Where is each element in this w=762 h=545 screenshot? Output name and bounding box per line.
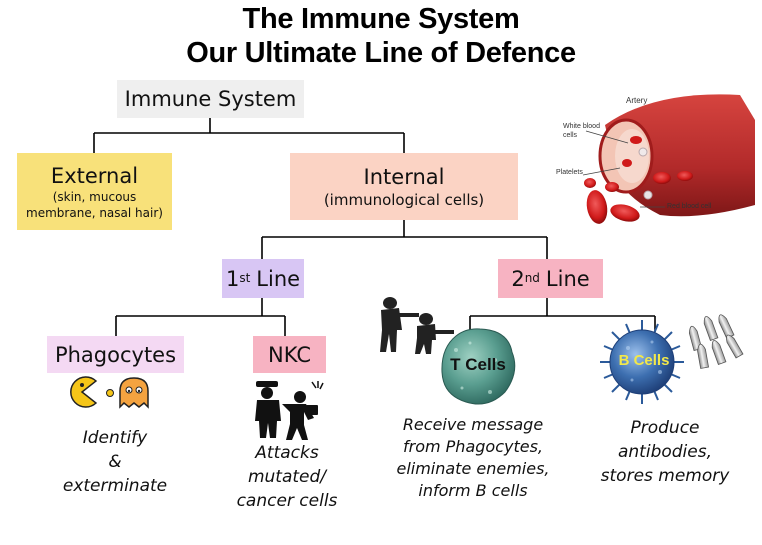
first-line-number: 1 [225,266,240,291]
white-blood-cells-label-line2: cells [563,132,578,139]
t-cells-description-line: from Phagocytes, [402,437,543,456]
page-title-line2: Our Ultimate Line of Defence [186,37,576,69]
first-line-label: Line [256,266,301,291]
nkc-description-line: Attacks [255,443,319,463]
t-cells-description-line: inform B cells [418,481,528,500]
second-line-label: Line [545,266,590,291]
t-cells-description-line: eliminate enemies, [396,459,550,478]
nkc-description-line: cancer cells [236,491,338,511]
internal-label: Internal [363,164,445,189]
phagocytes-description-line: & [108,452,122,472]
phagocytes-description-line: exterminate [62,476,168,496]
immune-system-node: Immune System [117,80,304,118]
t-cells-description: Receive message from Phagocytes, elimina… [383,414,563,502]
red-blood-cell-label: Red blood cell [667,203,712,210]
external-node: External (skin, mucous membrane, nasal h… [17,153,172,230]
artery-label: Artery [626,96,648,105]
internal-detail: (immunological cells) [323,190,485,209]
immune-system-label: Immune System [124,87,297,111]
platelets-label: Platelets [556,169,583,176]
phagocytes-node: Phagocytes [47,336,184,373]
white-blood-cells-label: White blood cells [563,122,600,140]
second-line-number: 2 [511,266,525,291]
phagocytes-description-line: Identify [82,428,148,448]
b-cells-description-line: antibodies, [617,442,712,462]
phagocytes-label: Phagocytes [54,342,177,367]
b-cells-description-line: stores memory [600,466,730,486]
b-cells-description: Produce antibodies, stores memory [590,416,740,488]
external-label: External [50,163,139,188]
external-detail-line2: membrane, nasal hair) [26,205,163,220]
phagocytes-description: Identify & exterminate [40,426,190,498]
t-cells-label: T Cells [450,355,506,374]
page-title-line1: The Immune System [242,3,520,35]
external-detail-line1: (skin, mucous [52,189,137,204]
internal-node: Internal (immunological cells) [290,153,518,220]
white-blood-cells-label-line1: White blood [563,123,600,130]
nkc-description: Attacks mutated/ cancer cells [222,441,352,513]
b-cells-label: B Cells [618,352,670,369]
nkc-label: NKC [268,342,311,367]
nkc-description-line: mutated/ [247,467,327,487]
t-cells-description-line: Receive message [402,415,544,434]
nkc-node: NKC [253,336,326,373]
b-cells-description-line: Produce [630,418,700,438]
